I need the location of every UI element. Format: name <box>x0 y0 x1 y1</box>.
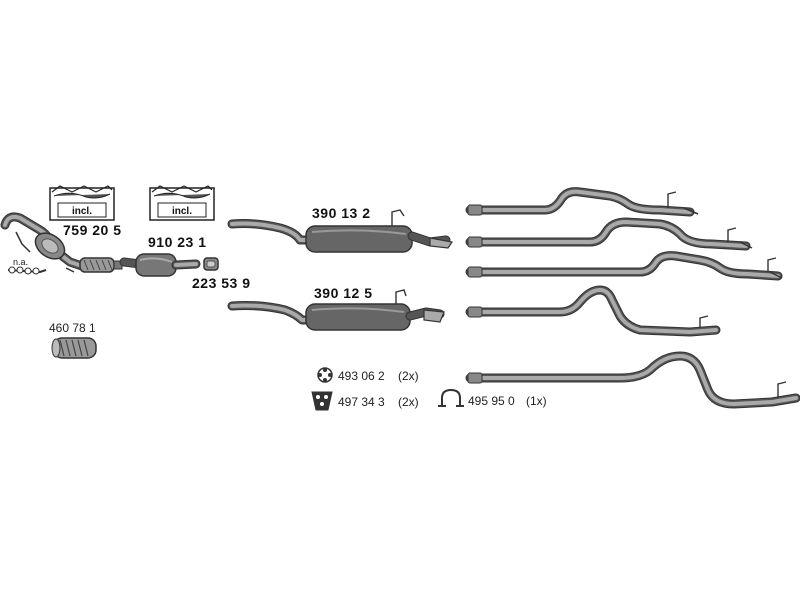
accessory-495950-number[interactable]: 495 95 0 <box>468 394 515 408</box>
accessory-495950-qty: (1x) <box>526 394 547 408</box>
front-pipe-catalyst[interactable] <box>0 212 87 273</box>
tail-pipe-5[interactable] <box>465 351 800 409</box>
incl-label: incl. <box>172 206 192 217</box>
rubber-ring-icon[interactable] <box>317 367 333 383</box>
incl-label: incl. <box>72 206 92 217</box>
tail-pipe-4[interactable] <box>465 285 721 337</box>
tail-pipe-2[interactable] <box>465 217 753 251</box>
part-number-759205[interactable]: 759 20 5 <box>63 222 122 238</box>
kit-box-910231[interactable]: incl. <box>149 185 215 221</box>
clamp-icon[interactable] <box>438 388 464 407</box>
kit-box-759205[interactable]: incl. <box>49 185 115 221</box>
flex-section[interactable] <box>79 257 123 273</box>
part-number-910231[interactable]: 910 23 1 <box>148 234 207 250</box>
rear-silencer-390125[interactable] <box>227 289 445 331</box>
middle-silencer-910231[interactable] <box>119 253 201 277</box>
accessory-493062-qty: (2x) <box>398 369 419 383</box>
rear-silencer-390132[interactable] <box>227 209 454 253</box>
accessory-497343-qty: (2x) <box>398 395 419 409</box>
gasket-223539[interactable] <box>203 257 219 271</box>
part-number-390132[interactable]: 390 13 2 <box>312 205 371 221</box>
rubber-mount-icon[interactable] <box>311 391 333 411</box>
part-number-460781[interactable]: 460 78 1 <box>49 321 96 335</box>
na-label: n.a. <box>13 257 28 267</box>
accessory-497343-number[interactable]: 497 34 3 <box>338 395 385 409</box>
accessory-493062-number[interactable]: 493 06 2 <box>338 369 385 383</box>
flex-pipe-460781[interactable] <box>51 337 97 359</box>
part-number-390125[interactable]: 390 12 5 <box>314 285 373 301</box>
lambda-sensor <box>7 266 47 275</box>
tail-pipe-1[interactable] <box>465 187 699 217</box>
part-number-223539[interactable]: 223 53 9 <box>192 275 251 291</box>
tail-pipe-3[interactable] <box>465 251 783 281</box>
